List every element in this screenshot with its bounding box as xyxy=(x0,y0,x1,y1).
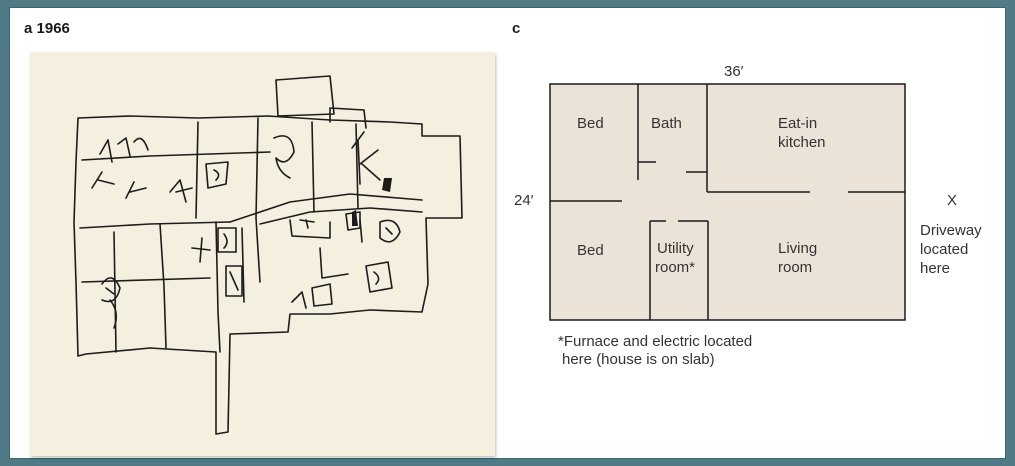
driveway-line2: located xyxy=(920,241,968,258)
floor-plan: 36′ 24′ Bed Bath Eat-in kitchen Bed Util… xyxy=(514,63,982,321)
hand-drawn-sketch xyxy=(30,52,495,456)
height-dimension: 24′ xyxy=(514,192,534,209)
footnote: *Furnace and electric located here (hous… xyxy=(558,333,752,369)
room-living-line2: room xyxy=(778,259,812,276)
panel-c-label: c xyxy=(512,20,521,37)
sketch-drawing xyxy=(73,75,463,435)
width-dimension: 36′ xyxy=(724,63,744,80)
driveway-line1: Driveway xyxy=(920,222,982,239)
room-kitchen-line2: kitchen xyxy=(778,134,826,151)
driveway-line3: here xyxy=(920,260,950,277)
room-living-line1: Living xyxy=(778,240,817,257)
room-bed-bottom: Bed xyxy=(577,242,604,259)
room-utility-line2: room* xyxy=(655,259,695,276)
panel-a-label: a 1966 xyxy=(24,20,70,37)
driveway-marker: X xyxy=(947,192,957,209)
room-bed-top: Bed xyxy=(577,115,604,132)
figure-frame: a 1966 c xyxy=(10,8,1005,458)
room-utility-line1: Utility xyxy=(657,240,694,257)
footnote-line2: here (house is on slab) xyxy=(562,351,715,368)
panel-a-year: 1966 xyxy=(36,20,70,37)
panel-a-letter: a xyxy=(24,20,33,37)
room-bath: Bath xyxy=(651,115,682,132)
house-outline xyxy=(549,83,906,321)
footnote-line1: *Furnace and electric located xyxy=(558,333,753,350)
room-kitchen-line1: Eat-in xyxy=(778,115,817,132)
